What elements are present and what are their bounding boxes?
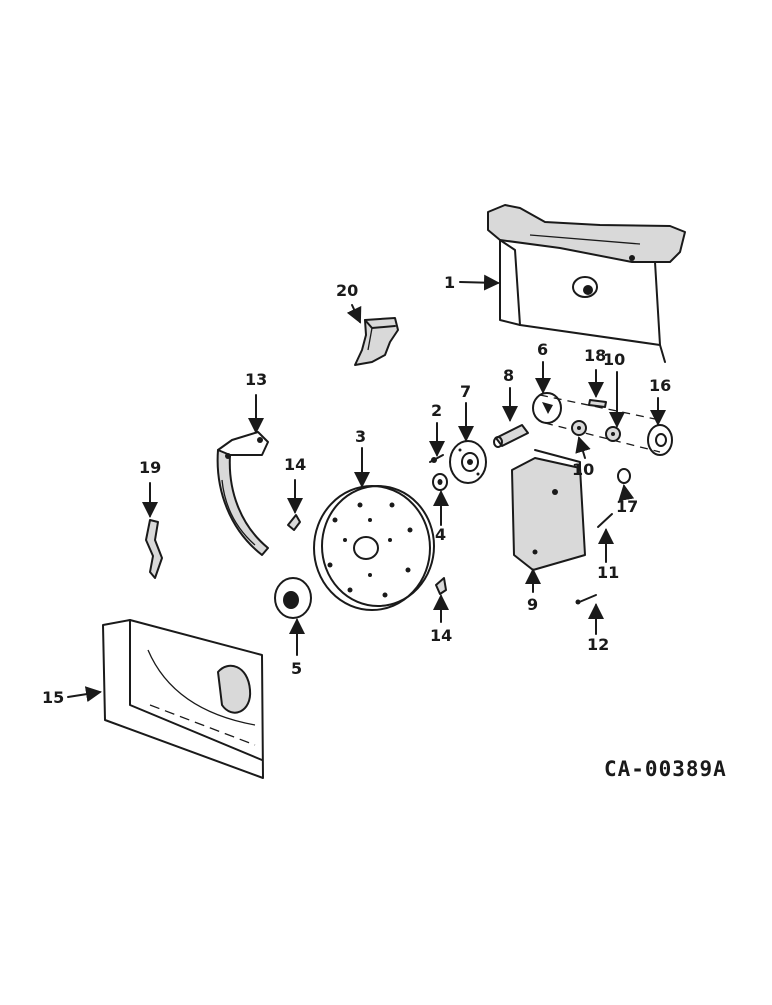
callout-17: 17 [616,497,639,516]
part-17-bushing [617,468,631,484]
leader-arrows [67,274,666,703]
part-10-nut-a [571,420,587,436]
part-6-sprocket [532,392,562,424]
part-12-bolt [575,594,597,605]
part-11-bolt [597,513,613,528]
part-8-shaft [493,424,529,448]
callout-6: 6 [537,340,549,359]
callout-9: 9 [527,595,539,614]
part-14-clip-lower [435,577,447,595]
part-4-washer [432,473,448,491]
callout-16: 16 [649,376,672,395]
part-15-hopper [102,619,264,779]
callout-14-upper: 14 [284,455,307,474]
callout-14-lower: 14 [430,626,453,645]
part-2-screw [429,454,444,463]
part-7-hub [449,440,487,484]
part-10-nut-b [605,426,621,442]
callout-20: 20 [336,281,359,300]
part-13-curved-guide [216,431,269,556]
callout-1: 1 [444,273,456,292]
callout-5: 5 [291,659,303,678]
callout-2: 2 [431,401,443,420]
callout-13: 13 [245,370,268,389]
callout-10-upper: 10 [603,350,626,369]
part-19-spring-clip [145,519,163,579]
part-9-plate [511,449,586,571]
callout-8: 8 [503,366,515,385]
part-1-frame-bracket [487,204,686,363]
callout-3: 3 [355,427,367,446]
part-3-seed-plate [313,485,435,611]
callout-12: 12 [587,635,610,654]
part-20-chute [354,317,399,366]
part-18-link [588,399,607,408]
callout-7: 7 [460,382,472,401]
callout-4: 4 [435,525,447,544]
part-14-clip-upper [287,514,301,531]
part-16-idler [647,424,673,456]
callout-10-lower: 10 [572,460,595,479]
callout-19: 19 [139,458,162,477]
callout-15: 15 [42,688,65,707]
callout-18: 18 [584,346,607,365]
drawing-number: CA-00389A [604,757,727,781]
callout-11: 11 [597,563,620,582]
part-5-hub [274,577,312,619]
drive-chain [539,394,661,453]
